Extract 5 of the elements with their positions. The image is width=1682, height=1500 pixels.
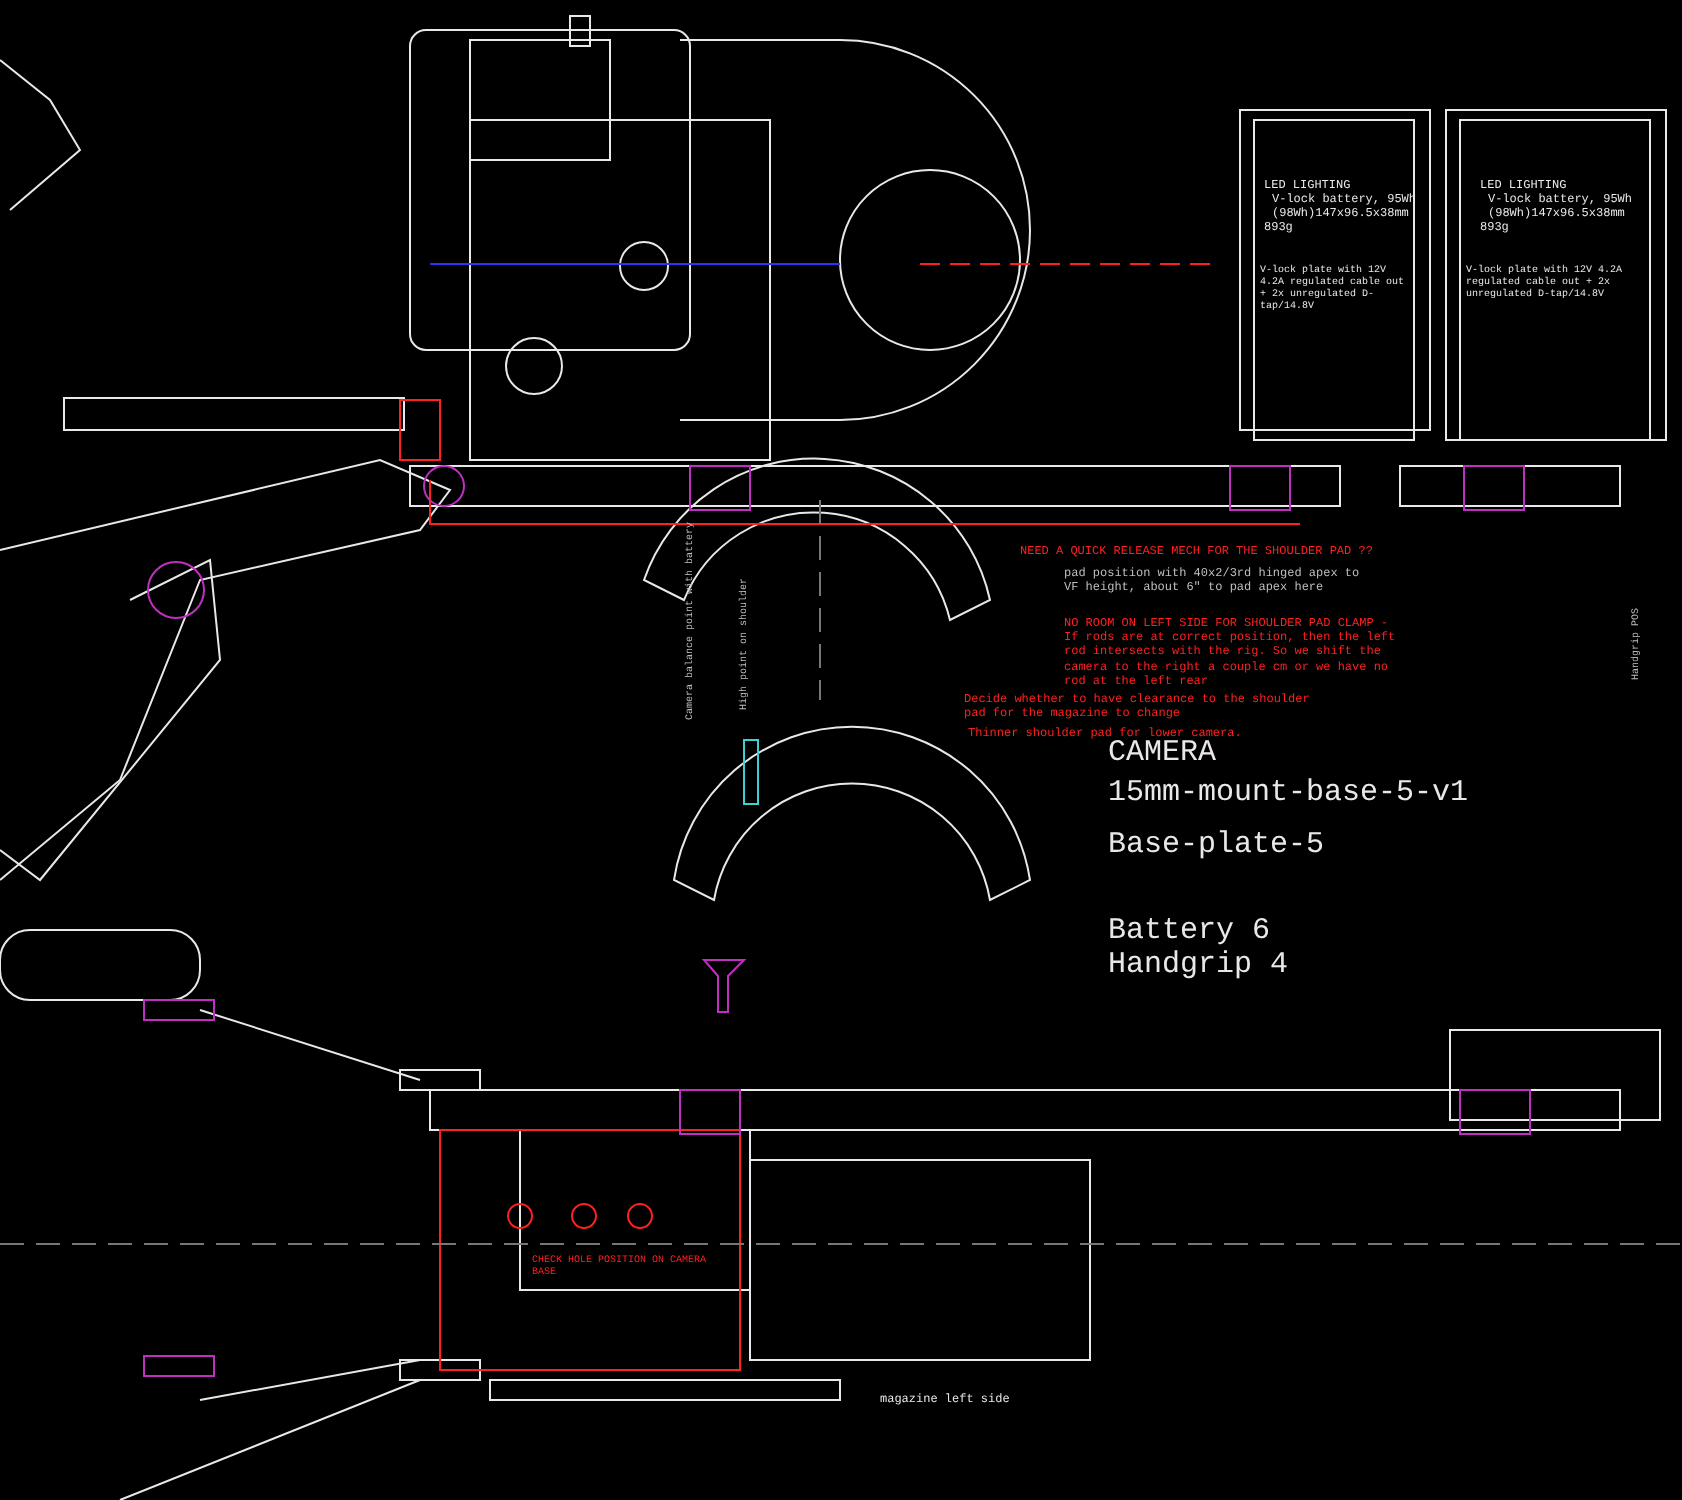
drawing-note: CAMERA [1108,736,1217,772]
drawing-note: Handgrip 4 [1108,948,1291,984]
drawing-note: 15mm-mount-base-5-v1 [1108,776,1471,812]
drawing-note: Base-plate-5 [1108,828,1327,864]
drawing-note: Battery 6 [1108,914,1273,950]
